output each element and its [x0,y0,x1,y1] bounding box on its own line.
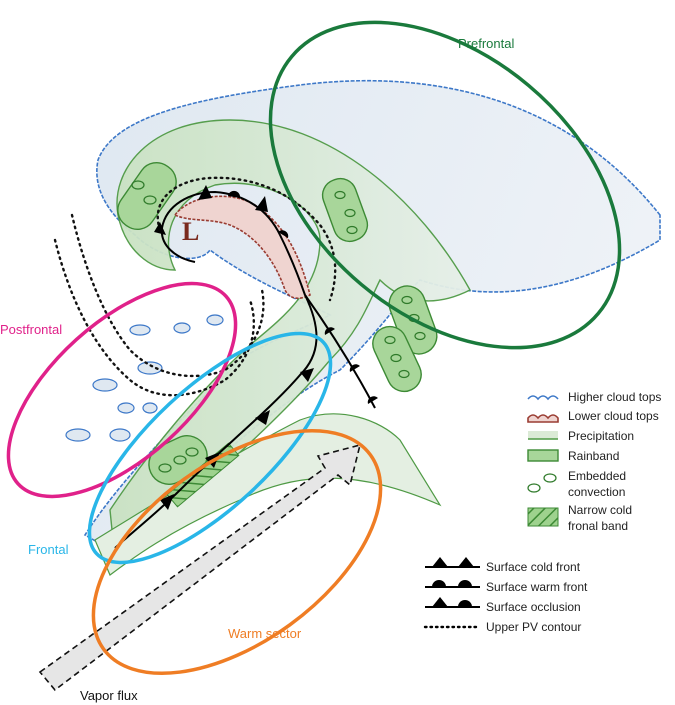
legend-convection-label-1: Embedded [568,469,626,483]
legend-lower-cloud-label: Lower cloud tops [568,409,659,423]
legend-lower-cloud-icon [527,414,559,423]
legend-cold-band-label-2: fronal band [568,519,628,533]
legend-convection-label-2: convection [568,485,625,499]
surface-cold-front-line [114,294,318,549]
legend-rainband-icon [527,449,559,462]
upper-pv-contour-top [156,176,337,302]
low-pressure-center: L [182,217,199,246]
surface-warm-front-line [304,294,376,409]
vapor-flux-arrow [38,443,362,692]
rainband [321,177,369,243]
legend-occlusion-icon [432,597,448,607]
legend-convection-icon [543,473,557,483]
surface-occlusion-line [160,190,306,296]
legend: Higher cloud tops Lower cloud tops Preci… [423,390,661,634]
lower-cloud-area [173,195,311,300]
frontal-label: Frontal [28,542,69,557]
legend-warm-front-label: Surface warm front [486,580,588,594]
vapor-flux-label: Vapor flux [80,688,138,703]
frontal-ellipse [87,331,333,565]
legend-cold-front-label: Surface cold front [486,560,581,574]
legend-warm-front-icon [432,580,472,587]
postfrontal-label: Postfrontal [0,322,62,337]
upper-pv-contour-inner [70,213,265,378]
legend-precip-icon [528,431,558,439]
warm-sector-label: Warm sector [228,626,302,641]
postfrontal-ellipse [6,281,238,499]
legend-higher-cloud-label: Higher cloud tops [568,390,661,404]
prefrontal-ellipse [268,20,622,350]
legend-higher-cloud-icon [527,395,559,401]
legend-occlusion-label: Surface occlusion [486,600,581,614]
prefrontal-label: Prefrontal [458,36,514,51]
legend-cold-band-label-1: Narrow cold [568,503,632,517]
legend-pv-label: Upper PV contour [486,620,581,634]
warm-sector-ellipse [91,428,383,676]
legend-rainband-label: Rainband [568,449,619,463]
legend-cold-front-icon [432,557,448,567]
legend-precip-label: Precipitation [568,429,634,443]
postfrontal-cells [65,314,224,442]
legend-cold-band-icon [527,507,559,527]
